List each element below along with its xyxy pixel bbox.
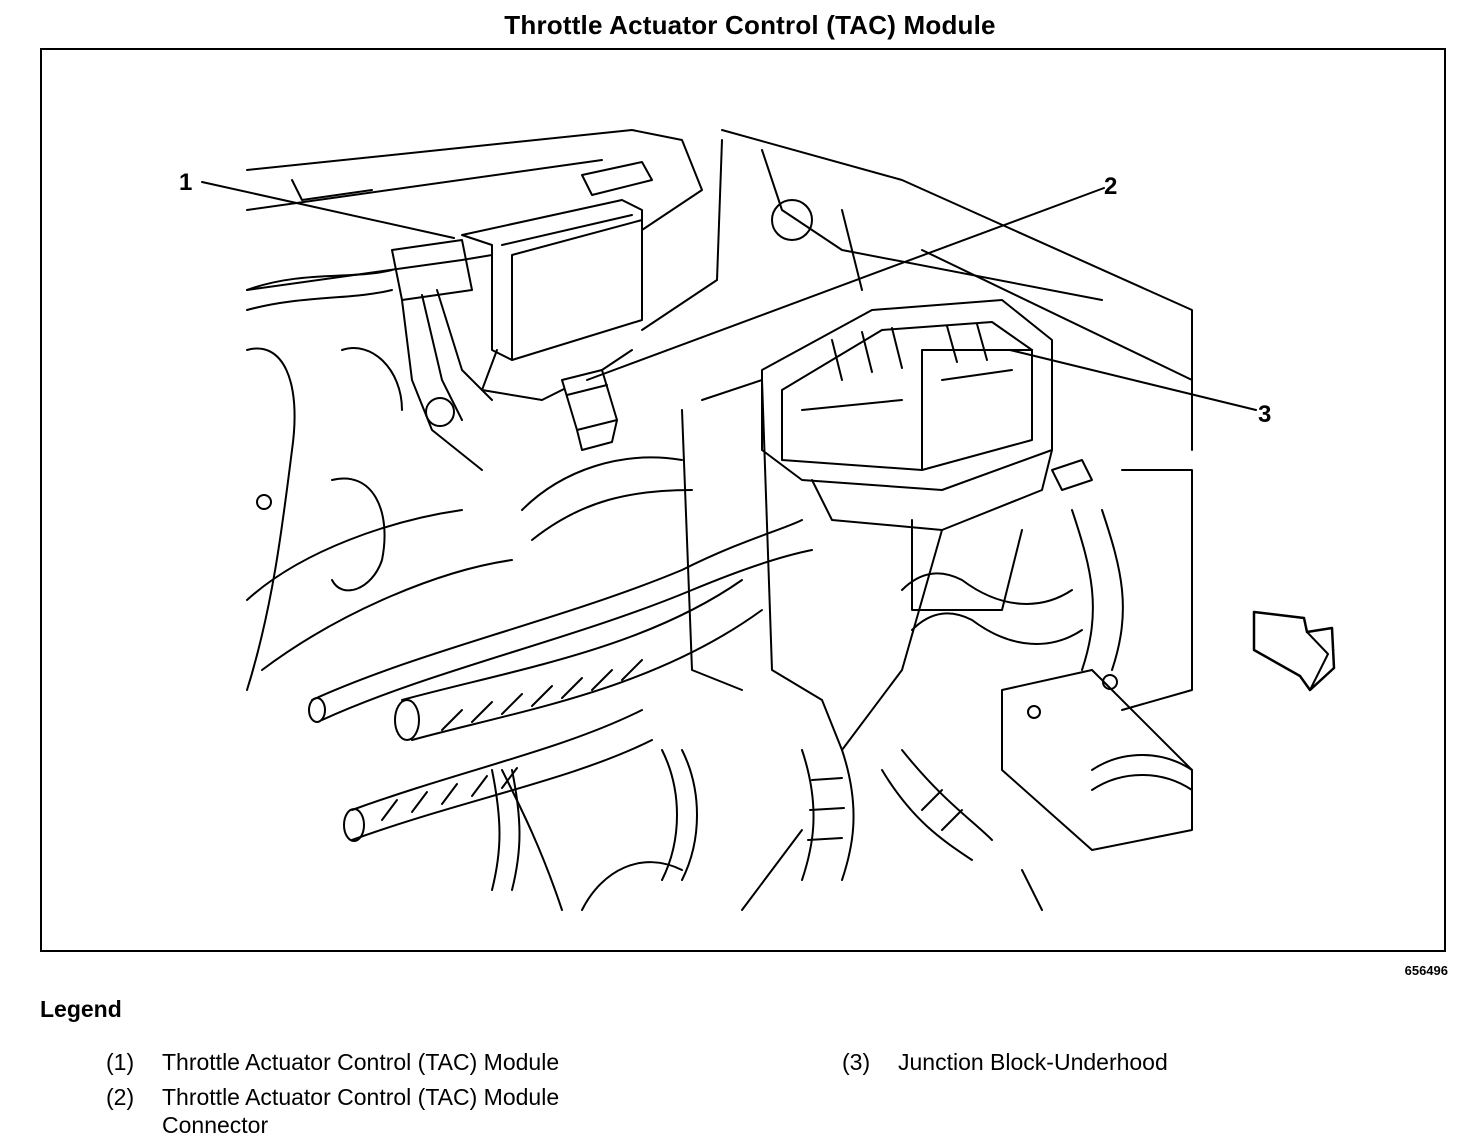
callout-3-label: 3 [1258,401,1271,428]
legend-heading: Legend [40,996,122,1022]
leader-lines [201,181,1257,411]
legend-item-3: (3) Junction Block-Underhood [842,1048,1398,1076]
tac-connector-drawing [561,369,618,451]
callout-1-label: 1 [179,169,192,196]
legend-item-number: (2) [106,1084,135,1110]
wiring-harnesses [308,456,1124,891]
legend-item-number: (3) [842,1049,871,1075]
body-panels [246,129,1193,911]
junction-block-drawing [681,299,1093,751]
legend-item-number: (1) [106,1049,135,1075]
diagram-title: Throttle Actuator Control (TAC) Module [504,10,996,40]
callout-2-label: 2 [1104,173,1117,200]
illustration-frame: 1 2 3 [40,48,1446,952]
legend-item-text: Throttle Actuator Control (TAC) Module C… [162,1084,560,1138]
engine-bay-illustration: 1 2 3 [179,129,1336,911]
figure-id: 656496 [1404,963,1448,978]
legend-item-1: (1) Throttle Actuator Control (TAC) Modu… [106,1048,662,1076]
legend-item-text: Throttle Actuator Control (TAC) Module [162,1049,560,1075]
direction-arrow [1252,610,1336,692]
legend-item-2: (2) Throttle Actuator Control (TAC) Modu… [106,1083,662,1139]
tac-module-drawing [246,161,653,471]
legend-item-text: Junction Block-Underhood [898,1049,1168,1075]
